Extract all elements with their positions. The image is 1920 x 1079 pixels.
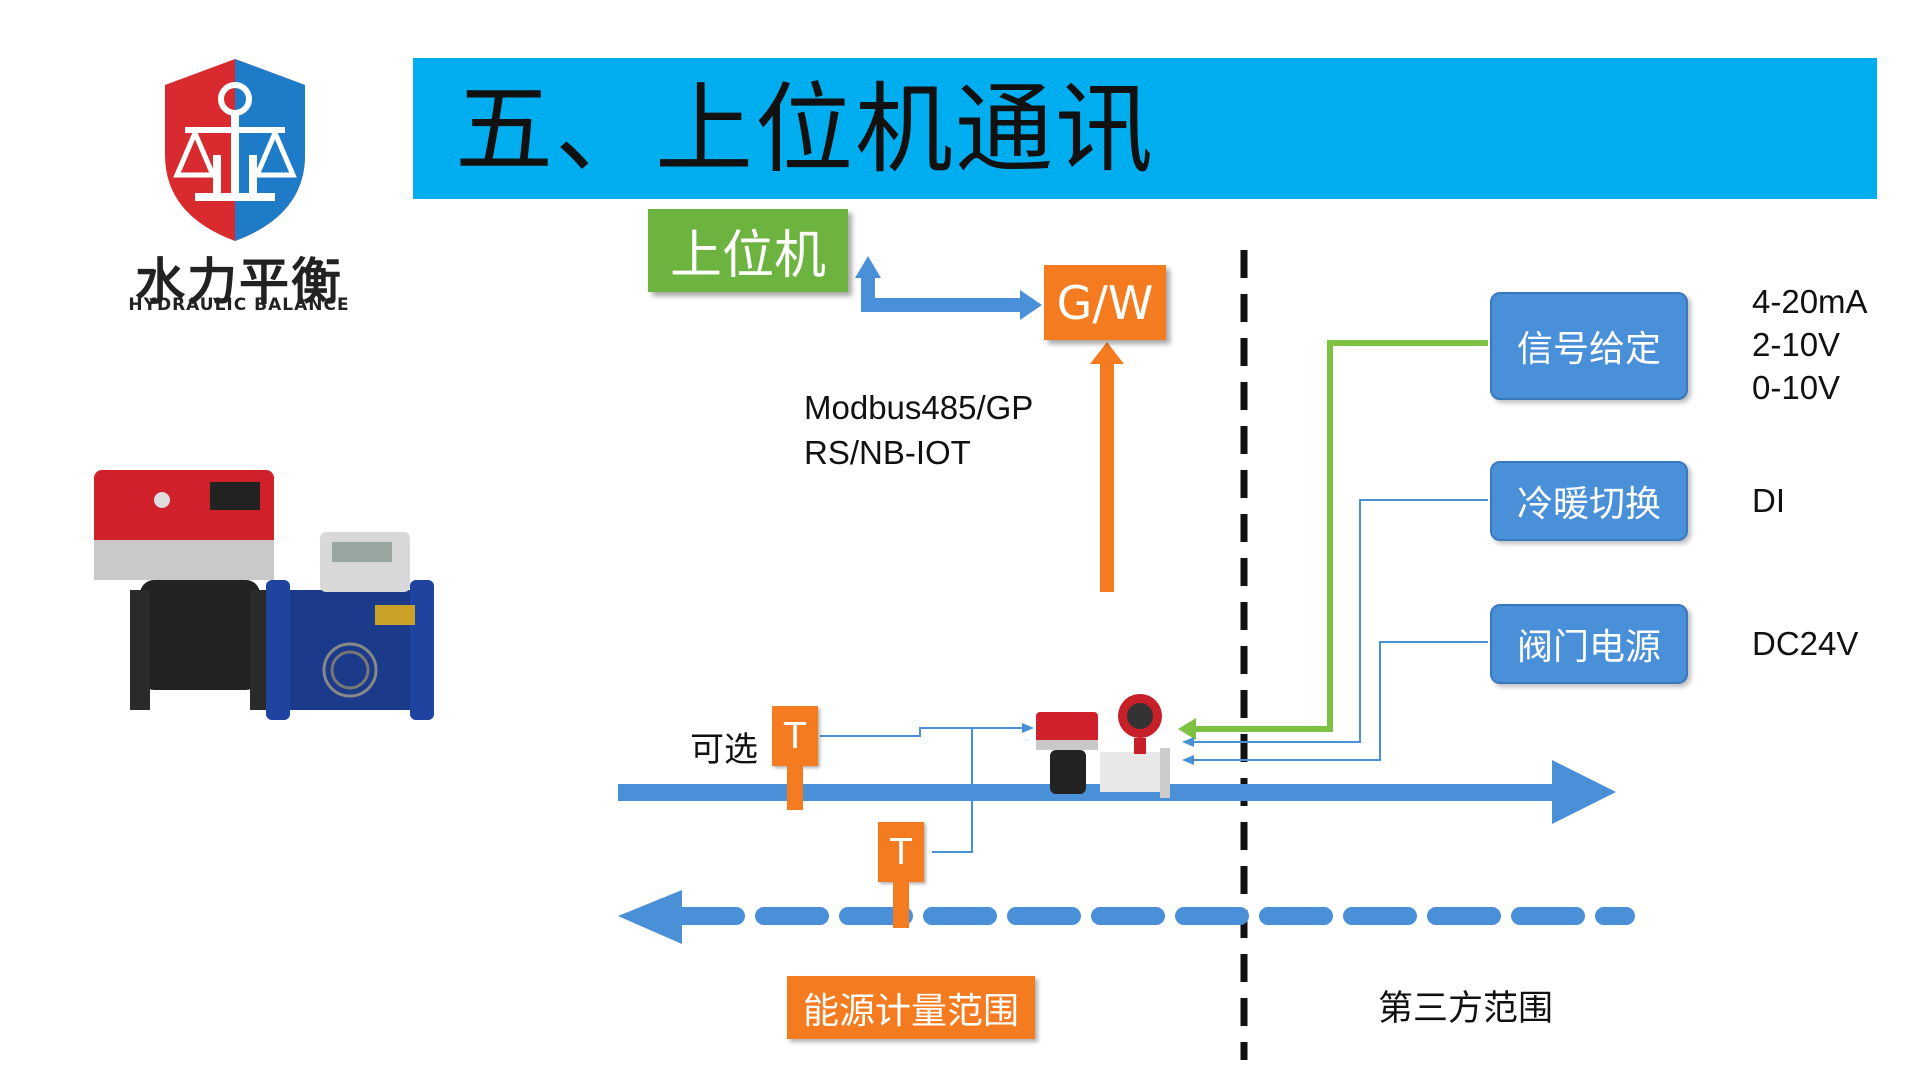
signal-line (1178, 340, 1488, 740)
signal-input-box: 信号给定 (1490, 292, 1688, 400)
page-title: 五、上位机通讯 (455, 73, 1156, 187)
power-spec: DC24V (1752, 625, 1859, 662)
signal-spec-2: 2-10V (1752, 326, 1841, 363)
supply-temp-sensor-stem (787, 766, 803, 810)
heat-cool-switch-box: 冷暖切换 (1490, 461, 1688, 541)
supply-pipe (618, 760, 1616, 824)
sensor-lines (820, 723, 1034, 853)
third-party-scope-label: 第三方范围 (1378, 989, 1554, 1029)
logo (110, 45, 370, 325)
title-bar (413, 58, 1877, 199)
protocol-line-2: RS/NB-IOT (804, 434, 971, 471)
logo-name-cn: 水力平衡 (135, 253, 343, 311)
signal-spec-3: 0-10V (1752, 369, 1841, 406)
valve-device-icon (1036, 694, 1170, 798)
di-spec: DI (1752, 482, 1785, 519)
host-gateway-link (855, 256, 1042, 320)
signal-spec-1: 4-20mA (1752, 283, 1868, 320)
return-pipe (618, 890, 1635, 944)
signal-specs: 4-20mA 2-10V 0-10V (1752, 280, 1868, 409)
gateway-box: G/W (1044, 265, 1166, 340)
valve-meter-product-image (94, 470, 434, 720)
meter-gateway-link (1090, 342, 1124, 592)
return-temp-sensor: T (878, 822, 924, 882)
power-line (1182, 641, 1488, 765)
energy-scope-label: 能源计量范围 (787, 976, 1035, 1039)
protocol-line-1: Modbus485/GP (804, 389, 1034, 426)
logo-name-en: HYDRAULIC BALANCE (128, 295, 350, 315)
return-temp-sensor-stem (893, 882, 909, 928)
logo-shield-icon (165, 59, 305, 241)
di-line (1182, 499, 1488, 747)
valve-power-box: 阀门电源 (1490, 604, 1688, 684)
protocol-label: Modbus485/GP RS/NB-IOT (804, 385, 1033, 475)
supply-temp-sensor: T (772, 706, 818, 766)
host-computer-box: 上位机 (648, 209, 848, 292)
optional-label: 可选 (690, 730, 758, 770)
